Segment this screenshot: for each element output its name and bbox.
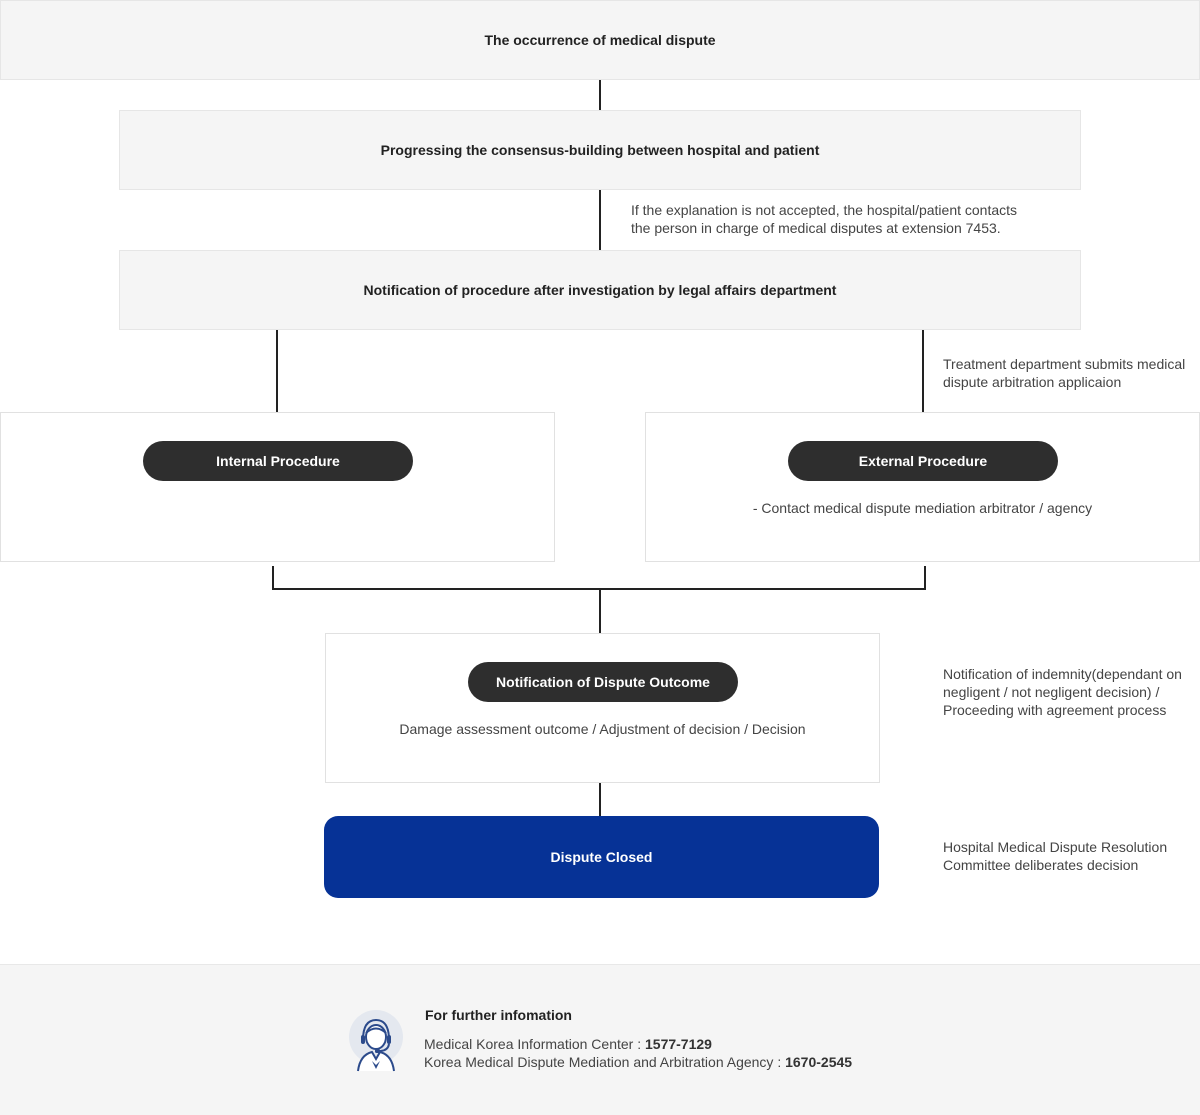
note-explanation: If the explanation is not accepted, the …: [631, 201, 1017, 237]
connector: [276, 330, 278, 412]
step-consensus: Progressing the consensus-building betwe…: [119, 110, 1081, 190]
contact-label: Medical Korea Information Center :: [424, 1036, 645, 1052]
note-line: dispute arbitration applicaion: [943, 374, 1122, 390]
connector: [599, 190, 601, 250]
external-procedure-text: - Contact medical dispute mediation arbi…: [752, 500, 1093, 516]
step-occurrence: The occurrence of medical dispute: [0, 0, 1200, 80]
note-committee: Hospital Medical Dispute Resolution Comm…: [943, 838, 1167, 874]
contact-number: 1577-7129: [645, 1036, 712, 1052]
dispute-closed-box: Dispute Closed: [324, 816, 879, 898]
step-consensus-label: Progressing the consensus-building betwe…: [380, 142, 820, 158]
footer-title: For further infomation: [425, 1007, 572, 1023]
note-treatment: Treatment department submits medical dis…: [943, 355, 1185, 391]
internal-procedure-label: Internal Procedure: [216, 453, 340, 469]
connector: [599, 588, 601, 633]
note-line: Hospital Medical Dispute Resolution: [943, 839, 1168, 855]
note-line: Proceeding with agreement process: [943, 702, 1167, 718]
note-indemnity: Notification of indemnity(dependant on n…: [943, 665, 1182, 719]
connector: [272, 566, 274, 590]
external-procedure-card: External Procedure - Contact medical dis…: [645, 412, 1200, 562]
note-line: If the explanation is not accepted, the …: [631, 202, 1018, 218]
step-notification-label: Notification of procedure after investig…: [363, 282, 837, 298]
note-line: Treatment department submits medical: [943, 356, 1186, 372]
contact-line: Korea Medical Dispute Mediation and Arbi…: [424, 1054, 852, 1070]
internal-procedure-card: Internal Procedure: [0, 412, 555, 562]
contact-label: Korea Medical Dispute Mediation and Arbi…: [424, 1054, 786, 1070]
external-procedure-badge: External Procedure: [788, 441, 1058, 481]
connector: [924, 566, 926, 590]
internal-procedure-badge: Internal Procedure: [143, 441, 413, 481]
note-line: the person in charge of medical disputes…: [631, 220, 1001, 236]
note-line: negligent / not negligent decision) /: [943, 684, 1160, 700]
contact-number: 1670-2545: [785, 1054, 853, 1070]
note-line: Notification of indemnity(dependant on: [943, 666, 1182, 682]
step-notification: Notification of procedure after investig…: [119, 250, 1081, 330]
dispute-outcome-label: Notification of Dispute Outcome: [496, 674, 710, 690]
connector: [922, 330, 924, 412]
step-occurrence-label: The occurrence of medical dispute: [484, 32, 716, 48]
dispute-outcome-badge: Notification of Dispute Outcome: [468, 662, 738, 702]
contact-line: Medical Korea Information Center : 1577-…: [424, 1036, 712, 1052]
connector: [599, 783, 601, 816]
contact-footer: For further infomation Medical Korea Inf…: [0, 964, 1200, 1115]
dispute-outcome-card: Notification of Dispute Outcome Damage a…: [325, 633, 880, 783]
dispute-closed-label: Dispute Closed: [550, 849, 653, 865]
dispute-outcome-text: Damage assessment outcome / Adjustment o…: [399, 721, 806, 737]
connector: [599, 80, 601, 110]
external-procedure-label: External Procedure: [858, 453, 988, 469]
support-agent-icon: [348, 1007, 404, 1073]
note-line: Committee deliberates decision: [943, 857, 1139, 873]
